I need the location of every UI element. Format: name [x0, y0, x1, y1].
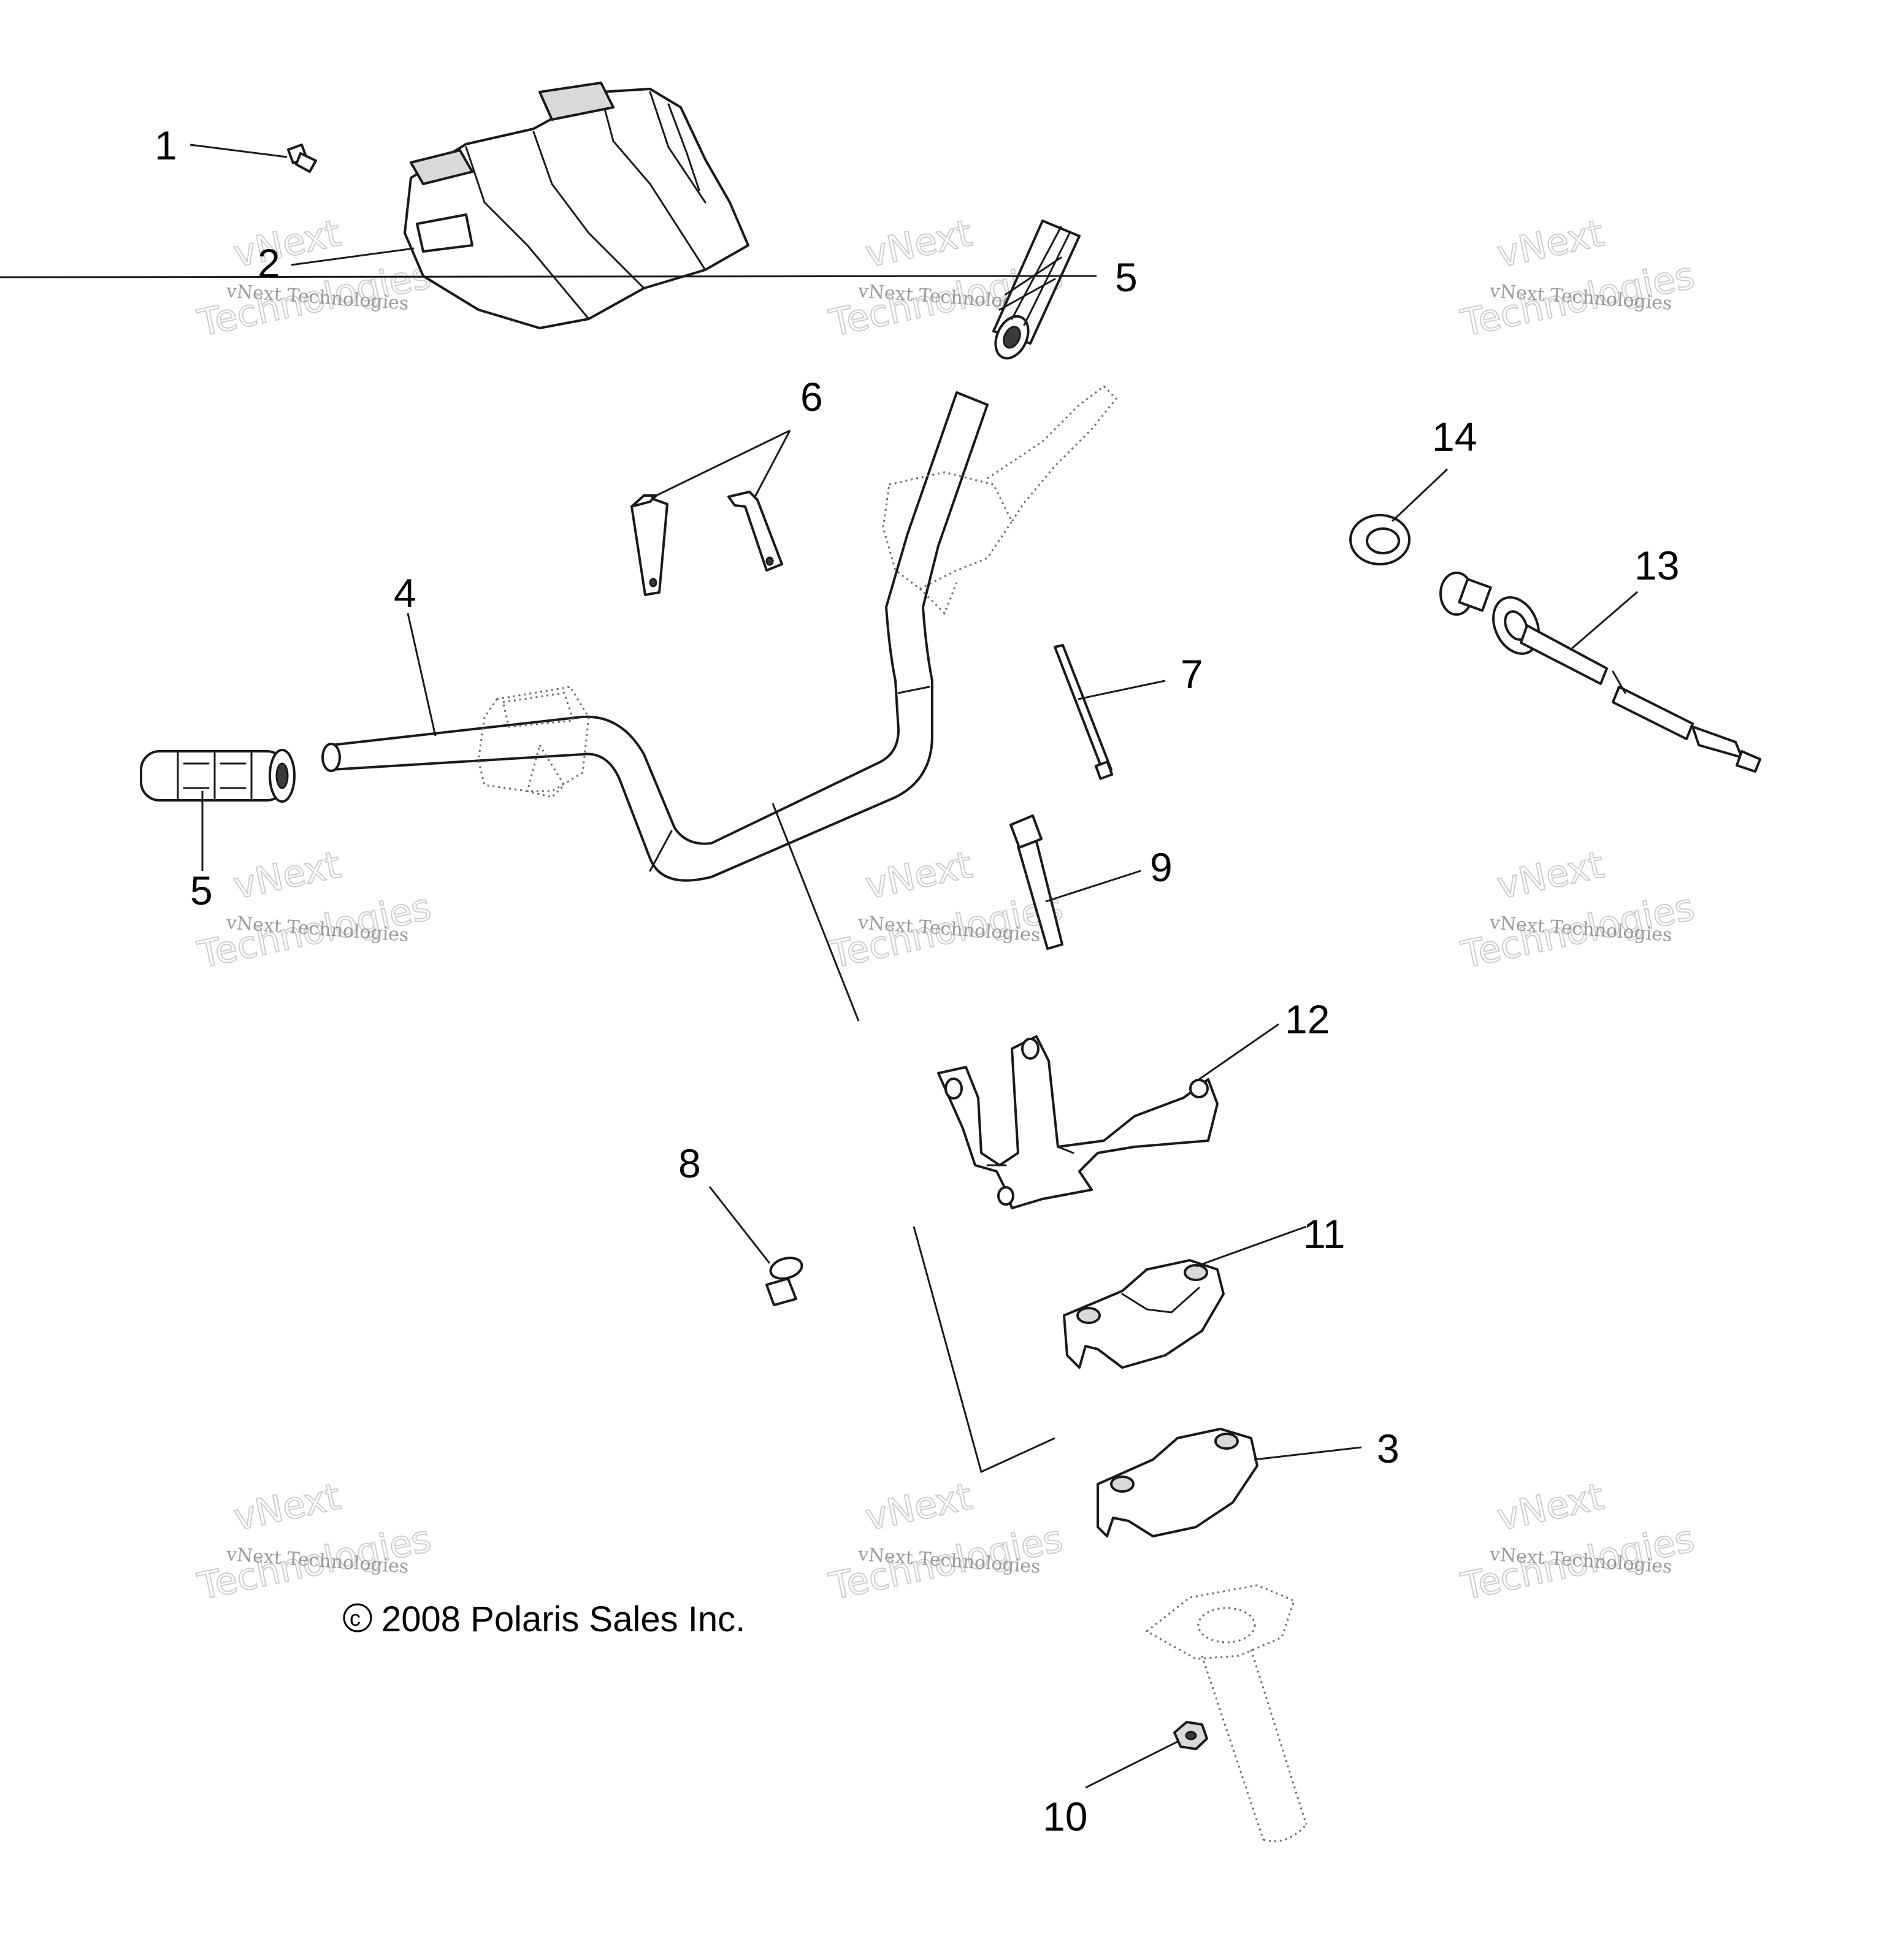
callout-14: 14 — [1432, 414, 1477, 459]
part-bracket-left — [630, 494, 668, 596]
part-lower-clamp — [1097, 1428, 1258, 1537]
part-nut — [1173, 1721, 1208, 1750]
leader-lines — [0, 144, 1638, 1789]
part-hand-grip-left — [140, 749, 296, 803]
callout-7: 7 — [1181, 651, 1203, 697]
part-screw — [765, 1257, 803, 1306]
leader-line-11 — [1195, 1225, 1307, 1268]
leader-line-handlebar-center — [772, 803, 860, 1022]
leader-line-12 — [1198, 1023, 1279, 1081]
copyright-circle — [343, 1603, 372, 1633]
callout-1: 1 — [155, 123, 177, 168]
callout-12: 12 — [1285, 997, 1330, 1042]
leader-line-2 — [291, 247, 415, 266]
svg-text:vNext: vNext — [230, 212, 344, 276]
part-steering-post — [1145, 1584, 1308, 1842]
svg-text:vNext: vNext — [1493, 1475, 1607, 1539]
callouts: 1 2 5 6 14 13 4 7 5 9 12 8 11 3 10 — [155, 123, 1679, 1839]
callout-8: 8 — [678, 1141, 701, 1186]
callout-3: 3 — [1377, 1426, 1400, 1471]
leader-line-clamp-bracket — [913, 1226, 1055, 1474]
leader-line-6a — [651, 429, 791, 499]
leader-line-9 — [1045, 870, 1141, 903]
callout-4: 4 — [394, 570, 416, 616]
watermark: vNext Technologies vNext Technologies — [193, 1474, 435, 1609]
part-handlebar — [321, 385, 1118, 882]
part-handlebar-cover — [404, 82, 749, 329]
watermark: vNext Technologies vNext Technologies — [1457, 843, 1699, 978]
svg-text:vNext: vNext — [230, 1475, 344, 1539]
copyright-text: 2008 Polaris Sales Inc. — [381, 1599, 745, 1639]
leader-line-8 — [708, 1186, 771, 1264]
callout-5-left: 5 — [190, 868, 213, 913]
leader-line-5a — [0, 275, 1097, 278]
watermark: vNext Technologies vNext Technologies — [825, 1474, 1067, 1609]
callout-2: 2 — [258, 240, 280, 286]
svg-text:vNext: vNext — [1493, 843, 1607, 908]
leader-line-13 — [1569, 591, 1638, 651]
part-bracket-right — [727, 491, 783, 572]
svg-text:vNext: vNext — [230, 843, 344, 908]
leader-line-14 — [1391, 468, 1449, 523]
watermark: vNext Technologies vNext Technologies — [1457, 1474, 1699, 1609]
callout-5-top: 5 — [1115, 255, 1138, 300]
svg-text:vNext: vNext — [1493, 212, 1607, 276]
part-bolt — [1009, 814, 1063, 950]
leader-line-4 — [407, 613, 437, 737]
watermark: vNext Technologies vNext Technologies — [193, 843, 435, 978]
leader-line-1 — [190, 144, 288, 158]
leader-line-10 — [1085, 1740, 1178, 1789]
callout-9: 9 — [1150, 844, 1173, 890]
callout-6: 6 — [800, 374, 823, 419]
svg-text:vNext: vNext — [862, 843, 976, 908]
watermark: vNext Technologies vNext Technologies — [1457, 211, 1699, 346]
copyright-notice: c 2008 Polaris Sales Inc. — [343, 1599, 745, 1639]
watermark: vNext Technologies vNext Technologies — [193, 211, 435, 346]
callout-11: 11 — [1303, 1211, 1346, 1257]
copyright-symbol: c — [350, 1606, 361, 1631]
leader-line-3 — [1254, 1446, 1362, 1461]
svg-text:vNext: vNext — [862, 1475, 976, 1539]
part-upper-clamp — [1063, 1259, 1225, 1369]
part-cable-tie — [1054, 644, 1114, 780]
part-hand-grip-right — [992, 220, 1081, 360]
leader-line-7 — [1078, 679, 1166, 700]
callout-13: 13 — [1634, 543, 1679, 588]
part-push-rivet — [287, 144, 317, 173]
leader-line-6b — [753, 430, 791, 499]
part-mount-bracket — [937, 1035, 1219, 1209]
callout-10: 10 — [1043, 1794, 1087, 1839]
part-bushing — [1349, 514, 1411, 565]
part-cable-assembly — [1439, 572, 1761, 773]
svg-text:vNext: vNext — [862, 212, 976, 276]
